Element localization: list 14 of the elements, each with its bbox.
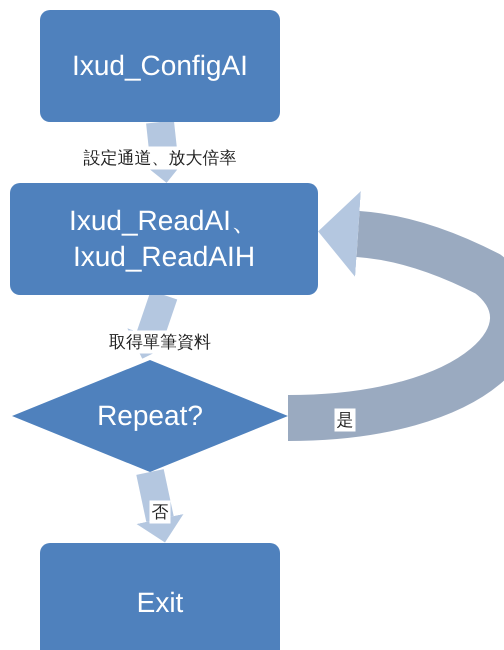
arrow [287,191,504,441]
edge-label: 否 [150,500,170,524]
decision-diamond [12,360,288,472]
arrow [136,469,184,542]
edge-label: 取得單筆資料 [107,330,213,354]
edge-label: 設定通道、放大倍率 [82,146,238,170]
node-label: Ixud_ConfigAI [71,48,249,83]
process-box [10,183,318,295]
node-label: Repeat? [96,398,204,433]
node-label: Exit [136,586,184,620]
process-box [40,543,280,650]
process-box [40,10,280,122]
node-label: Ixud_ReadAI、 Ixud_ReadAIH [68,204,260,274]
edge-label: 是 [334,408,356,432]
